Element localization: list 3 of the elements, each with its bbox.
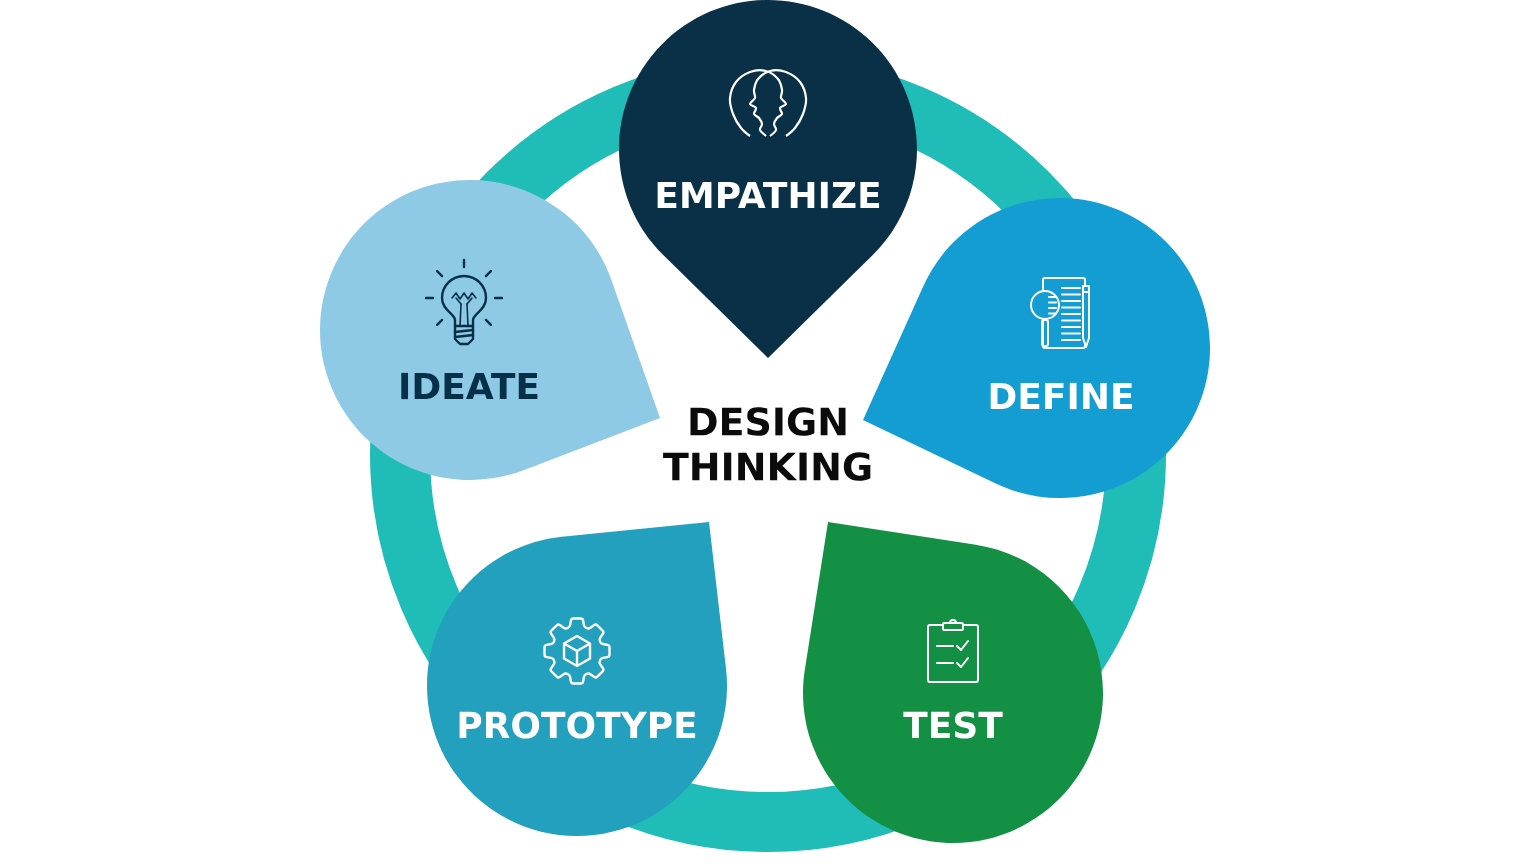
- teardrop: TEST: [803, 522, 1103, 843]
- teardrop: PROTOTYPE: [427, 522, 727, 836]
- teardrop: EMPATHIZE: [619, 0, 917, 358]
